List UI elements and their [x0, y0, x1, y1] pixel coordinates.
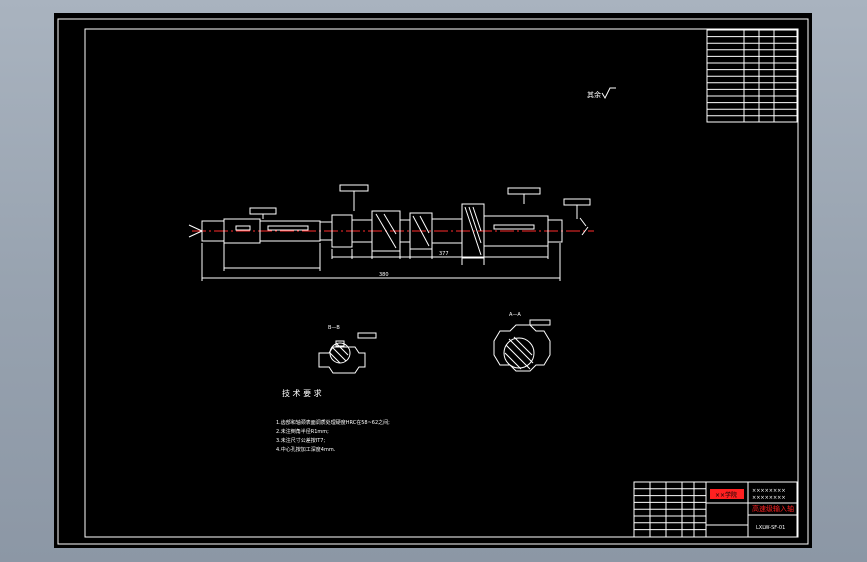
tech-requirement-1: 1.齿部和轴颈表面调质处理硬度HRC在58~62之间; — [276, 419, 390, 426]
roughness-note: 其余 — [587, 90, 601, 99]
cad-drawing: 其余 380 377 — [57, 18, 809, 545]
title-block-stamp: ××学院 — [715, 491, 737, 499]
dim-middle: 377 — [439, 251, 449, 257]
section-b-b: B—B — [318, 325, 377, 374]
tolerance-frame-1 — [339, 184, 369, 192]
tech-requirement-3: 3.未注尺寸公差按IT7; — [276, 437, 325, 444]
svg-text:A—A: A—A — [509, 312, 521, 318]
sheet-inner-border — [84, 28, 799, 538]
tech-requirements-title: 技 术 要 求 — [282, 388, 322, 398]
svg-text:B—B: B—B — [328, 325, 340, 331]
title-block-line2: ×××××××× — [752, 495, 786, 501]
tech-requirements-list: 1.齿部和轴颈表面调质处理硬度HRC在58~62之间; 2.未注倒角半径R1mm… — [276, 419, 390, 453]
tech-requirement-4: 4.中心孔按加工深度4mm. — [276, 446, 336, 453]
tech-requirement-2: 2.未注倒角半径R1mm; — [276, 428, 329, 435]
tolerance-frame-2 — [507, 187, 541, 195]
gear-parameter-table — [706, 29, 798, 123]
title-block-drawing-number: LXLW-SF-01 — [756, 525, 785, 531]
title-block: ××学院 ×××××××× ×××××××× 高速级输入轴 LXLW-SF-01 — [633, 481, 798, 538]
title-block-part-name: 高速级输入轴 — [752, 504, 794, 513]
dim-overall: 380 — [379, 272, 389, 278]
sheet-outer-border — [57, 18, 809, 545]
shaft-main-view: 380 377 — [188, 184, 594, 281]
tolerance-frame-3 — [563, 198, 591, 206]
section-a-a: A—A — [493, 312, 551, 372]
tolerance-frame-4 — [249, 207, 277, 215]
roughness-symbol — [601, 87, 616, 100]
title-block-line1: ×××××××× — [752, 488, 786, 494]
cad-viewport[interactable]: 其余 380 377 — [54, 13, 812, 548]
